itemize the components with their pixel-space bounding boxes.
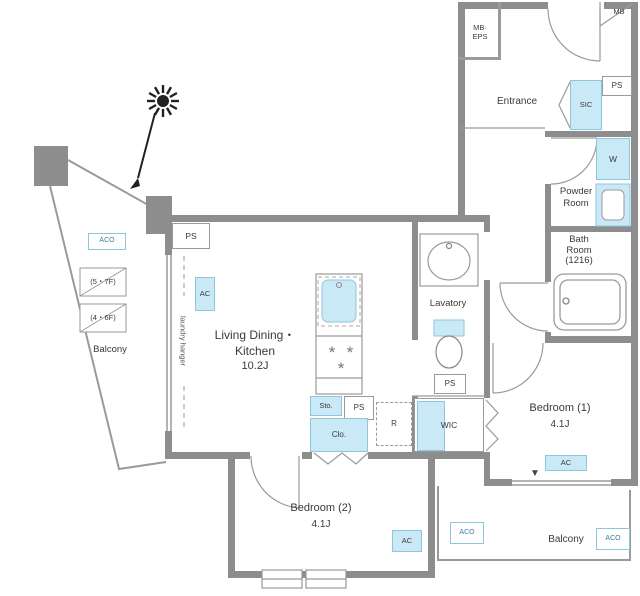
aco-unit-bottom-left: ACO [450, 522, 484, 544]
powder-room-label: Powder Room [559, 186, 593, 209]
closet-box: Clo. [310, 418, 368, 452]
bathtub [553, 273, 627, 331]
ps-box-kitchen: PS [344, 396, 374, 420]
wall-segments [165, 2, 638, 578]
kitchen-sink [317, 276, 361, 327]
ac-unit-ldk: AC [195, 277, 215, 311]
ps-box-top: PS [602, 76, 632, 96]
ac-unit-bedroom2: AC [392, 530, 422, 552]
bath-room-label: Bath Room (1216) [565, 233, 593, 267]
window-lines [166, 255, 611, 486]
ps-box-ldk: PS [172, 223, 210, 249]
bifold-door-marks [313, 81, 571, 465]
wic-hanger-pipe [417, 401, 445, 451]
pillar-blocks [34, 146, 172, 234]
bottom-balcony-outline [437, 486, 631, 561]
svg-text:*: * [338, 359, 345, 378]
fridge-space: R [376, 402, 412, 446]
entrance-label: Entrance [496, 95, 538, 107]
laundry-hanger-label: laundry hanger [178, 315, 188, 367]
ldk-label: Living Dining・ Kitchen 10.2J [214, 328, 296, 373]
ac-unit-bedroom1: AC [545, 455, 587, 471]
north-sun-symbol [130, 85, 179, 189]
washer-box: W [596, 138, 630, 180]
bedroom2-label: Bedroom (2) 4.1J [290, 502, 352, 530]
balcony-left-label: Balcony [93, 343, 127, 355]
left-balcony-outline [49, 159, 167, 471]
hatch-upper-label: (5・7F) [90, 277, 116, 287]
svg-text:*: * [347, 343, 354, 362]
aco-unit-bottom-right: ACO [596, 528, 630, 550]
bedroom1-label: Bedroom (1) 4.1J [529, 402, 591, 430]
mb-eps-partition-lines [458, 2, 501, 60]
direction-marker: ▼ [530, 468, 540, 480]
mb-label: MB [613, 7, 625, 17]
aco-unit-left: ACO [88, 233, 126, 250]
toilet [433, 319, 465, 369]
lavatory-vanity [419, 233, 479, 287]
svg-text:*: * [329, 343, 336, 362]
stove-burner-icons: * * * [329, 343, 354, 378]
powder-vanity [595, 183, 631, 227]
escape-hatch-symbols [79, 267, 127, 333]
sic-closet: SIC [570, 80, 602, 130]
mb-eps-label: MB· EPS [472, 22, 488, 41]
storage-box: Sto. [310, 396, 342, 416]
wic-closet: WIC [414, 398, 484, 452]
lavatory-label: Lavatory [429, 298, 467, 310]
ps-box-lavatory: PS [434, 374, 466, 394]
balcony-bottom-label: Balcony [548, 533, 584, 545]
mb-door-lines [599, 2, 633, 27]
hatch-lower-label: (4・6F) [90, 313, 116, 323]
bedroom2-bay-windows [261, 569, 347, 589]
